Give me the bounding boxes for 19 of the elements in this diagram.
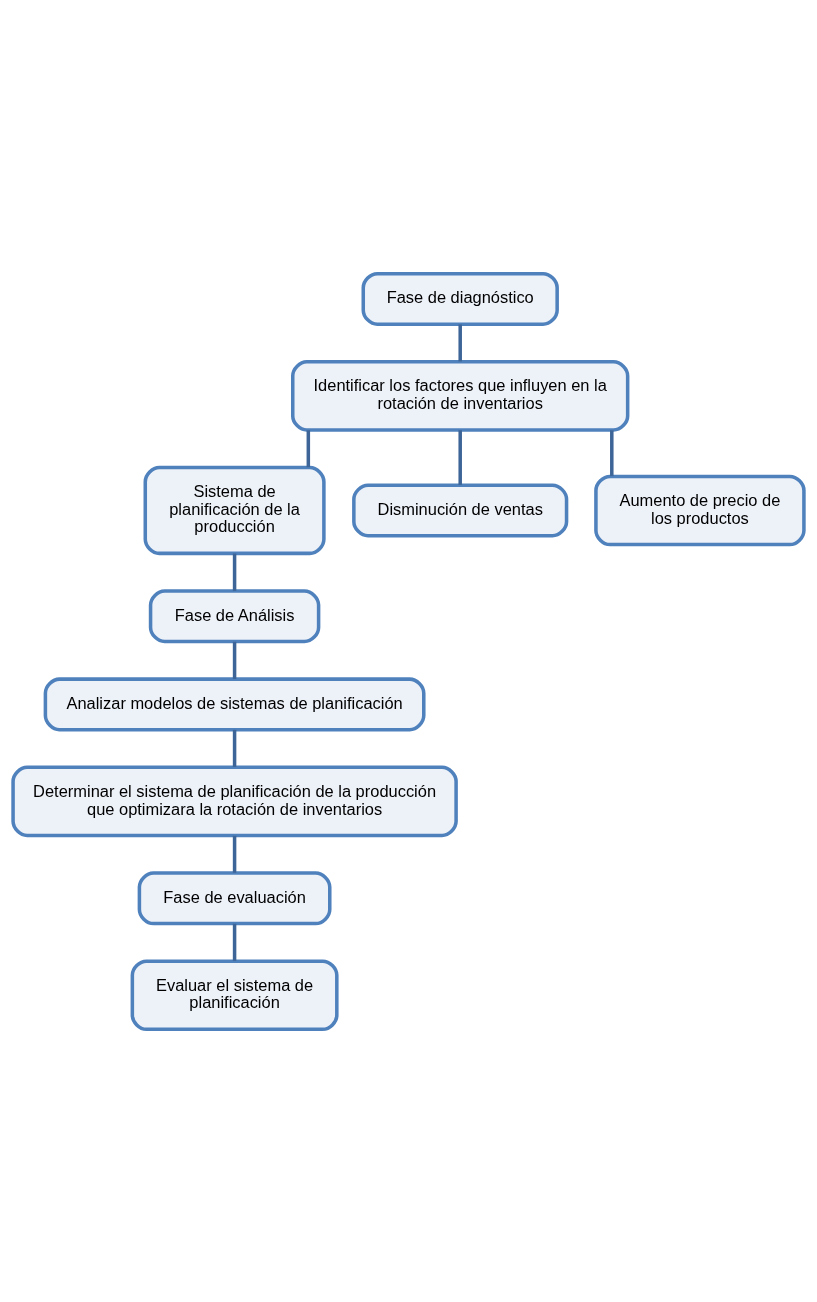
node-box: Fase de diagnóstico [361, 271, 559, 326]
node-box: Determinar el sistema de planificación de la producción que optimizara la rotación de inventarios [11, 765, 458, 837]
connector [306, 429, 311, 467]
connector [232, 923, 237, 961]
node-box: Analizar modelos de sistemas de planificación [43, 676, 426, 731]
connector [232, 729, 237, 767]
connector [232, 835, 237, 873]
node-box: Identificar los factores que influyen en la rotación de inventarios [291, 359, 630, 432]
connector [232, 553, 237, 591]
connector [458, 323, 462, 361]
node-box: Aumento de precio de los productos [594, 474, 806, 546]
connector [232, 641, 237, 679]
node-box: Disminución de ventas [352, 482, 569, 537]
node-box: Fase de Análisis [148, 588, 321, 643]
connector [458, 429, 462, 485]
node-box: Fase de evaluación [137, 870, 332, 925]
node-box: Evaluar el sistema de planificación [130, 958, 339, 1031]
node-box: Sistema de planificación de la producción [143, 465, 326, 555]
connector [610, 429, 614, 476]
